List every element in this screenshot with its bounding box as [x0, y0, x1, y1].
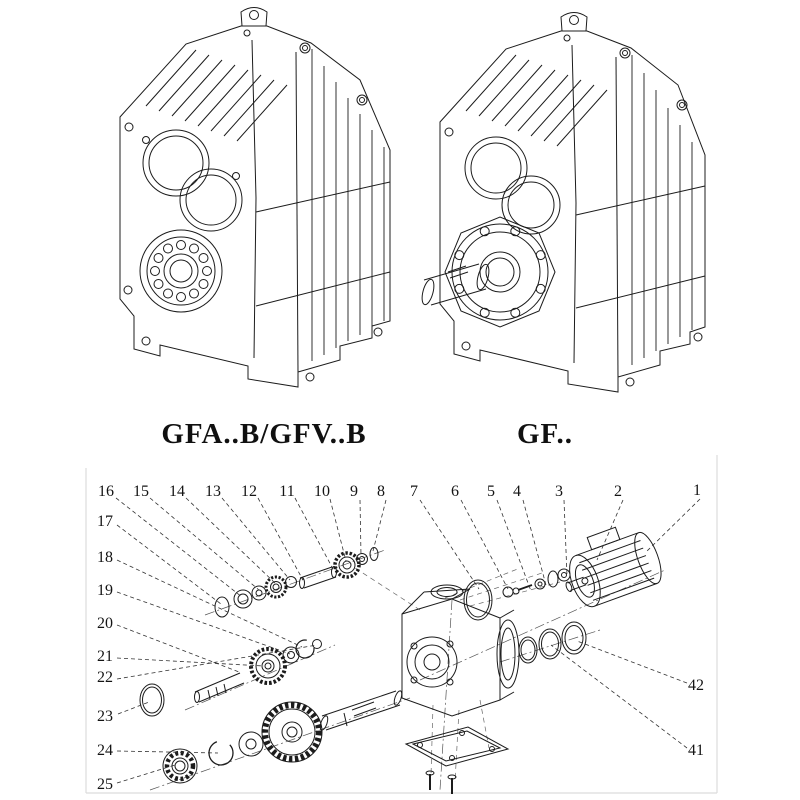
part-callout-17: 17 — [97, 513, 113, 530]
output-bearing — [139, 229, 223, 313]
output-flange — [444, 216, 556, 328]
seal-ring — [139, 683, 165, 717]
fastener-chain — [463, 568, 571, 621]
part-callout-4: 4 — [513, 483, 521, 500]
housing — [401, 584, 520, 717]
part-callout-11: 11 — [279, 483, 295, 500]
part-callout-22: 22 — [97, 669, 113, 686]
assembly-axes — [149, 549, 666, 791]
part-callout-3: 3 — [555, 483, 563, 500]
gear-bores — [464, 136, 561, 235]
part-callout-5: 5 — [487, 483, 495, 500]
part-callout-23: 23 — [97, 708, 113, 725]
part-callout-9: 9 — [350, 483, 358, 500]
exploded-view-drawing — [115, 497, 701, 794]
part-callout-24: 24 — [97, 742, 113, 759]
part-callout-18: 18 — [97, 549, 113, 566]
part-callout-13: 13 — [205, 483, 221, 500]
bearing-rings — [518, 621, 587, 664]
part-callout-7: 7 — [410, 483, 418, 500]
part-callout-16: 16 — [98, 483, 114, 500]
callout-leaders — [115, 497, 701, 784]
part-callout-20: 20 — [97, 615, 113, 632]
part-callout-12: 12 — [241, 483, 257, 500]
side-ribs — [311, 49, 385, 361]
gearbox-drawing-gf — [421, 12, 706, 393]
part-callout-19: 19 — [97, 582, 113, 599]
part-callout-15: 15 — [133, 483, 149, 500]
intermediate-gear-parts — [194, 639, 322, 703]
cooling-fins — [145, 49, 288, 142]
gasket-plate — [404, 726, 510, 794]
output-shaft-parts — [162, 690, 403, 784]
model-label-gfab: GFA..B/GFV..B — [161, 418, 367, 450]
part-callout-41: 41 — [688, 742, 704, 759]
side-ribs — [631, 55, 693, 365]
part-callout-6: 6 — [451, 483, 459, 500]
motor-unit — [565, 526, 662, 608]
part-callout-14: 14 — [169, 483, 185, 500]
part-callout-25: 25 — [97, 776, 113, 793]
cooling-fins — [465, 54, 608, 147]
gearbox-drawing-gfab — [119, 7, 391, 388]
gear-bores — [142, 129, 243, 232]
part-callout-2: 2 — [614, 483, 622, 500]
construction-lines — [351, 565, 561, 783]
part-callout-8: 8 — [377, 483, 385, 500]
output-shaft — [421, 263, 490, 306]
model-label-gf: GF.. — [516, 418, 574, 450]
page-edge-lines — [85, 455, 718, 794]
input-shaft-parts — [214, 547, 379, 618]
part-callout-21: 21 — [97, 648, 113, 665]
part-callout-10: 10 — [314, 483, 330, 500]
part-callout-42: 42 — [688, 677, 704, 694]
part-callout-1: 1 — [693, 482, 701, 499]
